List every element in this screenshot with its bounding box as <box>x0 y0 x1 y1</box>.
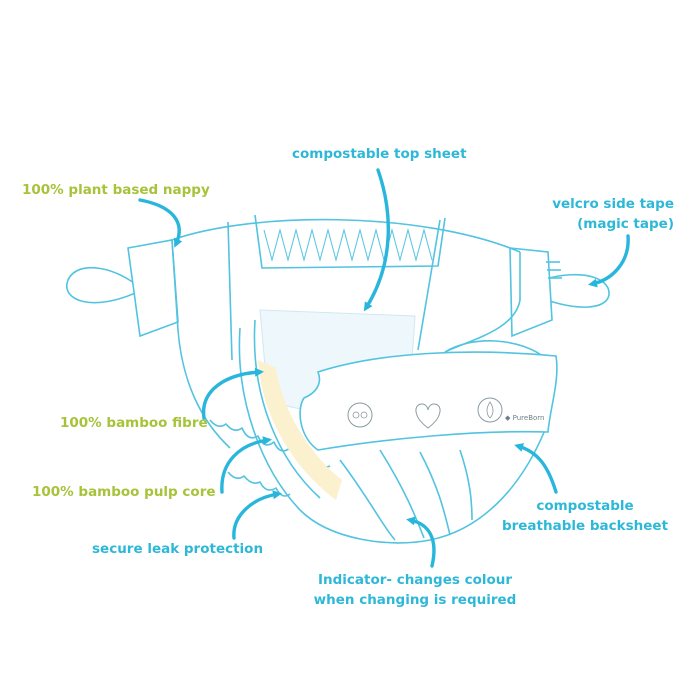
label-bamboo-pulp: 100% bamboo pulp core <box>32 482 216 502</box>
label-backsheet: compostable breathable backsheet <box>500 496 670 536</box>
brand-mark: ◆ PureBorn <box>505 414 544 422</box>
front-panel <box>300 352 557 450</box>
drop-icon: ◆ <box>505 414 510 422</box>
curved-arrow-icon <box>234 494 278 538</box>
label-plant-based: 100% plant based nappy <box>22 180 210 200</box>
label-leak-protection: secure leak protection <box>92 539 263 559</box>
label-indicator-line1: Indicator- changes colour <box>300 570 530 590</box>
certification-badge-icon <box>348 403 372 427</box>
left-side-tab <box>67 240 178 336</box>
waistband-ribbing <box>264 230 432 260</box>
brand-mark-text: PureBorn <box>513 414 545 422</box>
label-backsheet-line2: breathable backsheet <box>500 516 670 536</box>
label-indicator: Indicator- changes colour when changing … <box>300 570 530 610</box>
curved-arrow-icon <box>140 200 179 244</box>
curved-arrow-icon <box>518 446 556 492</box>
curved-arrow-icon <box>366 170 388 308</box>
label-bamboo-fibre: 100% bamboo fibre <box>60 413 208 433</box>
label-indicator-line2: when changing is required <box>300 590 530 610</box>
label-velcro-line1: velcro side tape <box>552 194 674 214</box>
label-top-sheet: compostable top sheet <box>292 144 467 164</box>
curved-arrow-icon <box>204 372 260 418</box>
curved-arrow-icon <box>592 236 628 284</box>
label-velcro: velcro side tape (magic tape) <box>552 194 674 234</box>
label-velcro-line2: (magic tape) <box>552 214 674 234</box>
label-backsheet-line1: compostable <box>500 496 670 516</box>
right-side-tab <box>510 248 609 336</box>
